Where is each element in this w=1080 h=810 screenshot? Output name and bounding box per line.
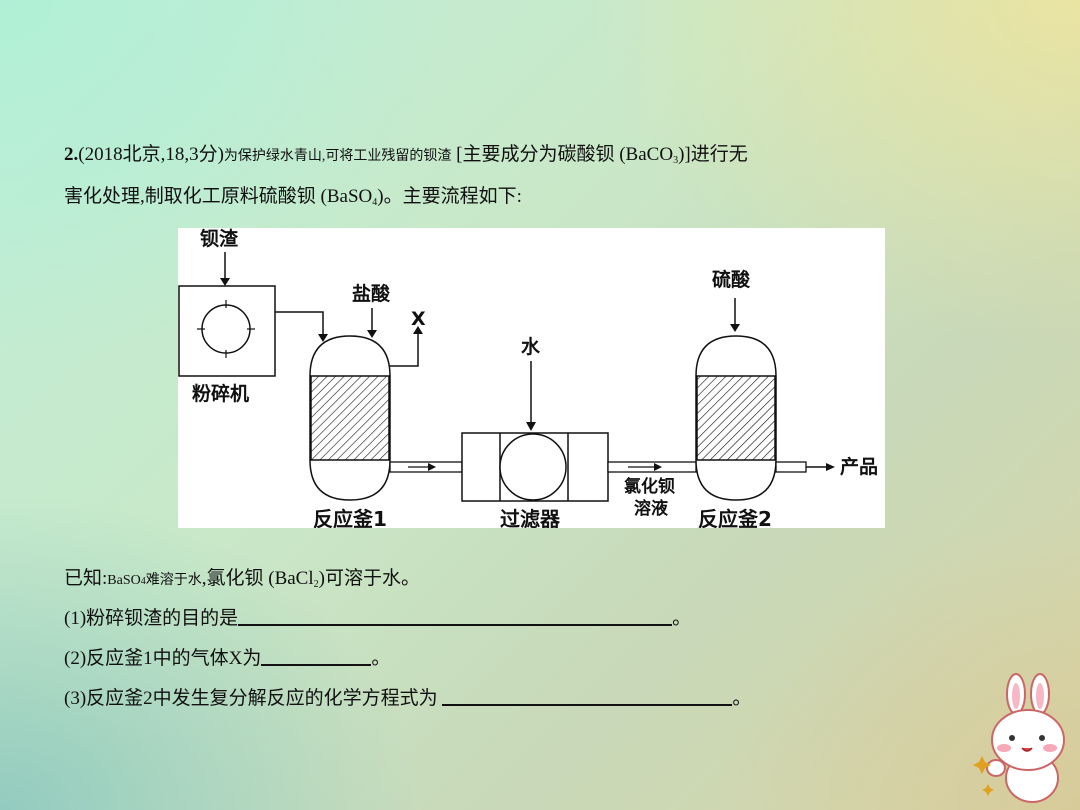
label-barium-slag: 钡渣 [200,228,239,250]
label-filter: 过滤器 [500,507,561,528]
baco3-suffix: )]进行无 [678,144,748,165]
reactor2-packing [696,375,776,461]
question-1-text: (1)粉碎钡渣的目的是 [64,608,239,629]
arrow-product-head [826,463,835,471]
reactor1-packing [310,375,390,461]
question-number: 2. [64,144,79,165]
question-3-answer-blank[interactable] [442,686,733,706]
bunny-mascot-icon [973,673,1065,803]
baso4-prefix: (BaSO [320,186,373,207]
arrow-h2so4-head [730,324,740,332]
label-h2so4: 硫酸 [712,268,751,291]
question-1-end: 。 [672,608,692,629]
filter-drum-icon [499,433,567,501]
label-water: 水 [521,336,541,358]
baso4-suffix: )。主要流程如下: [377,186,522,207]
question-3-end: 。 [732,688,752,709]
question-2-end: 。 [371,648,391,669]
known-rest-suffix: )可溶于水。 [318,568,420,589]
question-3-text: (3)反应釜2中发生复分解反应的化学方程式为 [64,688,438,709]
baco3-sub: 3 [673,155,679,166]
label-product: 产品 [840,455,878,478]
known-insoluble: 难溶于水 [145,573,202,588]
question-intro-line1: 2.(2018北京,18,3分)为保护绿水青山,可将工业残留的钡渣 [主要成分为… [64,142,748,174]
question-intro-line2: 害化处理,制取化工原料硫酸钡 (BaSO4)。主要流程如下: [64,184,522,216]
label-bacl2-line1: 氯化钡 [624,476,675,497]
crusher-roller-icon [201,304,251,354]
baso4-sub: 4 [372,197,378,208]
arrow-water-head [526,422,536,431]
pipe-crusher-reactor1 [275,311,324,336]
arrow-hcl-head [367,330,377,338]
question-2: (2)反应釜1中的气体X为 。 [64,646,390,672]
pipe-gas-x [390,332,419,367]
arrow-slag-head [220,278,230,286]
intro-text-3: 害化处理,制取化工原料硫酸钡 [64,186,316,207]
label-crusher: 粉碎机 [192,382,249,405]
label-reactor1: 反应釜1 [313,507,387,528]
label-reactor2: 反应釜2 [698,507,772,528]
question-source: (2018北京,18,3分) [78,144,224,165]
label-hcl: 盐酸 [352,282,391,305]
known-bacl2-prefix: (BaCl [268,568,314,589]
known-baso4-sub: 4 [140,576,146,587]
intro-text-2: [主要成分为碳酸钡 [456,144,615,165]
known-prefix: 已知: [64,568,108,589]
crusher-box [178,285,276,377]
question-2-text: (2)反应釜1中的气体X为 [64,648,262,669]
pipe-product [775,461,807,473]
question-2-answer-blank[interactable] [261,646,372,666]
process-flow-diagram: 钡渣 粉碎机 盐酸 X 反应釜1 水 过滤器 氯化钡 溶液 硫酸 [178,228,885,528]
known-info-line: 已知:BaSO4难溶于水,氯化钡 (BaCl2)可溶于水。 [64,566,420,598]
question-1-answer-blank[interactable] [238,606,673,626]
baco3-prefix: (BaCO [619,144,674,165]
question-3: (3)反应釜2中发生复分解反应的化学方程式为 。 [64,686,751,712]
known-bacl2-sub: 2 [313,579,319,590]
question-1: (1)粉碎钡渣的目的是 。 [64,606,691,632]
intro-text-1: 为保护绿水青山,可将工业残留的钡渣 [223,149,452,164]
known-rest-prefix: ,氯化钡 [201,568,264,589]
label-bacl2-line2: 溶液 [634,498,668,519]
known-baso4: BaSO [107,573,141,588]
label-gas-x: X [411,308,426,330]
